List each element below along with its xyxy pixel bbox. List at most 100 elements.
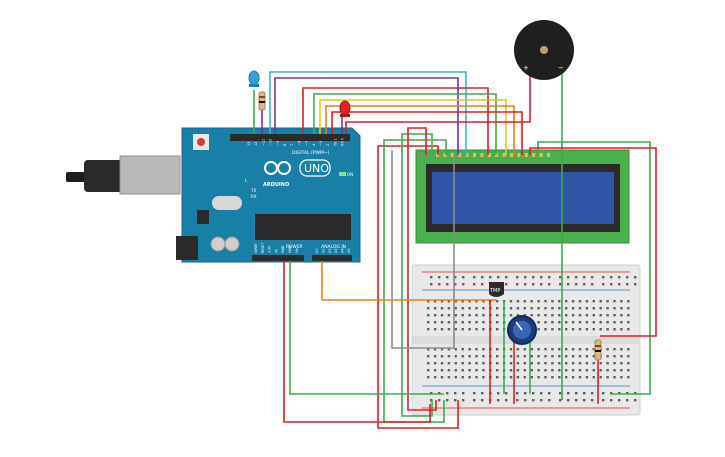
hole xyxy=(516,307,520,310)
hole xyxy=(620,300,623,303)
hole xyxy=(571,321,575,324)
wire-red-lcd-backlight[interactable] xyxy=(529,147,657,337)
hole xyxy=(440,300,444,303)
hole xyxy=(427,348,430,351)
rail-hole xyxy=(548,283,551,286)
wire-green-lcd-rw[interactable] xyxy=(401,133,433,417)
resistor-breadboard[interactable] xyxy=(594,339,602,361)
digital-header xyxy=(230,134,350,141)
wire-green-gnd[interactable] xyxy=(289,261,444,395)
hole xyxy=(592,314,595,317)
rail-hole xyxy=(583,392,586,395)
hole xyxy=(537,328,540,331)
hole xyxy=(606,355,609,358)
lcd-pin[interactable] xyxy=(510,153,513,157)
hole xyxy=(558,321,561,324)
wire-teal-lcd[interactable] xyxy=(269,71,467,155)
lcd-pin[interactable] xyxy=(517,153,521,157)
led-red[interactable] xyxy=(339,100,351,117)
piezo-buzzer[interactable]: + − xyxy=(514,20,574,80)
arduino-uno[interactable]: ARDUINO UNO DIGITAL (PWM~) ANALOG IN POW… xyxy=(66,127,361,263)
hole xyxy=(585,348,589,351)
rail-hole xyxy=(497,399,500,402)
wire-red-5v[interactable] xyxy=(283,261,431,423)
wire-red-lcd-rs[interactable] xyxy=(331,111,523,155)
lcd-pin[interactable] xyxy=(502,153,506,157)
lcd-pin[interactable] xyxy=(547,153,550,157)
digital-pin-label: TX 1 xyxy=(333,138,337,147)
hole xyxy=(461,362,464,365)
hole xyxy=(544,348,547,351)
rail-hole xyxy=(438,399,441,402)
hole xyxy=(454,321,457,324)
hole xyxy=(523,376,526,379)
lcd-pin[interactable] xyxy=(487,153,491,157)
atmega-chip xyxy=(255,214,351,240)
lcd-pin[interactable] xyxy=(473,153,476,157)
lcd-pin[interactable] xyxy=(458,153,462,157)
rail-hole xyxy=(454,392,457,395)
led-blue-base xyxy=(249,84,259,87)
hole xyxy=(496,314,499,317)
hole xyxy=(558,362,561,365)
led-blue[interactable] xyxy=(248,70,260,87)
rail-hole xyxy=(481,276,484,279)
digital-pin-label: ~11 xyxy=(261,139,265,146)
wire-red-buzzer[interactable] xyxy=(345,66,531,134)
resistor-led-blue[interactable] xyxy=(258,91,266,111)
wire-green-lcd-vss[interactable] xyxy=(383,139,447,423)
lcd-pin[interactable] xyxy=(450,153,454,157)
rail-hole xyxy=(602,276,605,279)
lcd-pin[interactable] xyxy=(524,153,528,157)
hole xyxy=(578,369,582,372)
hole xyxy=(620,355,623,358)
rail-hole xyxy=(524,276,527,279)
wire-yellow-lcd-d4[interactable] xyxy=(319,99,507,155)
hole xyxy=(571,307,575,310)
hole xyxy=(461,376,464,379)
rail-hole xyxy=(575,399,578,402)
potentiometer[interactable] xyxy=(507,315,537,345)
lcd-pin[interactable] xyxy=(443,153,447,157)
rail-hole xyxy=(567,283,570,286)
lcd-pin[interactable] xyxy=(465,153,469,157)
rail-hole xyxy=(559,283,562,286)
wire-orange-a0-tmp[interactable] xyxy=(321,261,496,301)
rail-hole xyxy=(516,276,519,279)
hole xyxy=(482,307,485,310)
hole xyxy=(606,362,609,365)
hole xyxy=(627,321,630,324)
lcd-16x2[interactable] xyxy=(415,149,630,244)
hole xyxy=(578,348,582,351)
wire-red-lcd-vcc[interactable] xyxy=(377,145,459,429)
hole xyxy=(606,300,609,303)
lcd-pin[interactable] xyxy=(480,153,484,157)
wire-green-lcd-d5[interactable] xyxy=(313,93,497,155)
reset-button[interactable] xyxy=(197,138,205,146)
buzzer-plus-label: + xyxy=(523,64,529,72)
rail-hole xyxy=(540,283,543,286)
hole xyxy=(544,355,547,358)
temperature-sensor[interactable]: TMP xyxy=(489,282,504,297)
hole xyxy=(440,321,444,324)
wire-gray-contrast[interactable] xyxy=(391,150,455,349)
lcd-pin[interactable] xyxy=(539,153,543,157)
usb-connector xyxy=(119,155,181,195)
lcd-pin[interactable] xyxy=(532,153,536,157)
wire-orange-lcd-en[interactable] xyxy=(325,105,515,155)
hole xyxy=(585,300,589,303)
wire-red-lcd-loop[interactable] xyxy=(407,127,437,411)
rail-hole xyxy=(591,276,594,279)
rail-hole xyxy=(505,283,508,286)
wire-green-lcd-gnd[interactable] xyxy=(537,141,651,395)
hole xyxy=(433,355,437,358)
wire-purple-lcd-d7[interactable] xyxy=(274,77,459,155)
capacitor-1 xyxy=(210,236,226,252)
hole xyxy=(592,362,595,365)
hole xyxy=(537,314,540,317)
rail-hole xyxy=(516,392,519,395)
hole xyxy=(482,300,485,303)
hole xyxy=(530,314,533,317)
analog-pin-label: A2 xyxy=(328,249,332,253)
